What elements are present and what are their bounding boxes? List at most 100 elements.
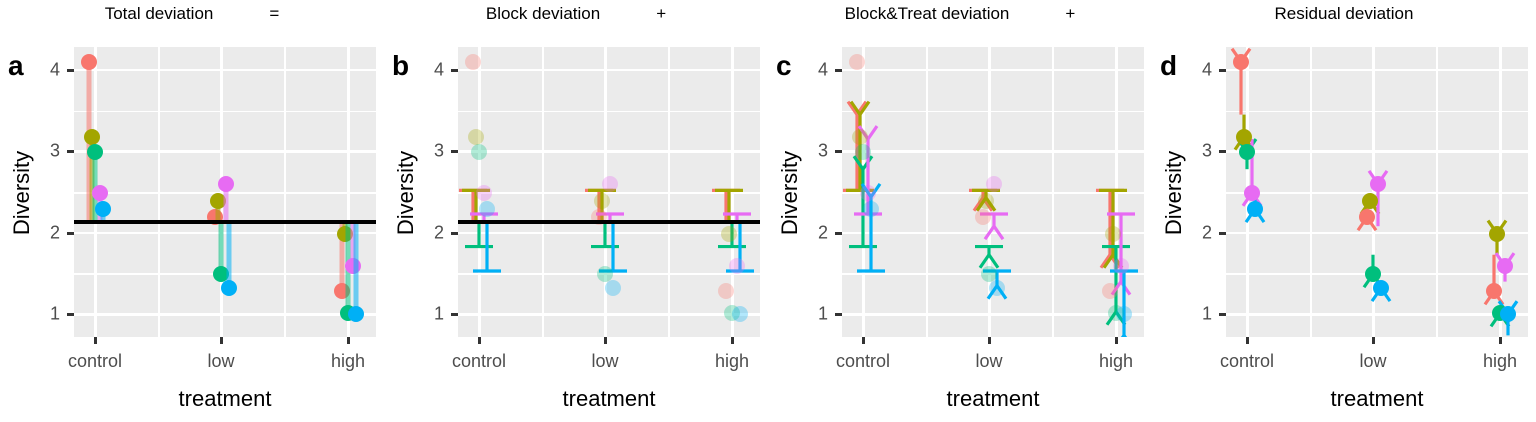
panel-operator: + bbox=[656, 4, 667, 23]
y-tick-label: 4 bbox=[433, 59, 444, 80]
panel-title-d: Residual deviation bbox=[1152, 4, 1536, 24]
gridline-x-major bbox=[988, 47, 991, 337]
block-deviation-errorbar bbox=[726, 222, 754, 273]
panel-tag-c: c bbox=[776, 50, 792, 81]
gridline-y-major bbox=[74, 313, 376, 316]
arrow-head bbox=[978, 251, 1000, 269]
y-tick-label: 3 bbox=[1201, 140, 1212, 161]
total-deviation-stem bbox=[223, 183, 229, 223]
panel-operator: + bbox=[1065, 4, 1076, 23]
y-tick-label: 1 bbox=[1201, 303, 1212, 324]
x-axis-title: treatment bbox=[178, 386, 272, 411]
data-point bbox=[1359, 209, 1375, 226]
data-point bbox=[978, 192, 994, 209]
y-tick-label: 4 bbox=[49, 59, 60, 80]
y-tick-label: 1 bbox=[817, 303, 828, 324]
x-tickmark bbox=[604, 337, 607, 344]
blocktreat-deviation-arrow bbox=[975, 244, 1003, 269]
y-tickmark bbox=[451, 313, 458, 317]
block-deviation-errorbar bbox=[591, 222, 619, 249]
gridline-y-major bbox=[842, 150, 1144, 153]
grand-mean-line bbox=[74, 220, 376, 225]
data-point bbox=[1486, 283, 1502, 300]
x-axis-title: treatment bbox=[946, 386, 1040, 411]
y-tickmark bbox=[835, 313, 842, 317]
y-tickmark bbox=[67, 231, 74, 235]
gridline-y-major bbox=[1226, 150, 1528, 153]
gridline-y-major bbox=[1226, 231, 1528, 235]
data-point bbox=[92, 184, 108, 201]
gridline-y-major bbox=[458, 68, 760, 72]
x-tick-label-high: high bbox=[330, 351, 366, 371]
y-tickmark bbox=[451, 68, 458, 72]
plot-area bbox=[74, 47, 376, 337]
data-point bbox=[1116, 306, 1132, 323]
data-point bbox=[1247, 201, 1263, 218]
arrow-head bbox=[983, 223, 1005, 241]
gridline-x-minor bbox=[668, 47, 670, 337]
arrow-head bbox=[986, 282, 1008, 300]
x-tick-label-control: control bbox=[67, 351, 123, 371]
data-point bbox=[729, 258, 745, 275]
data-point bbox=[975, 209, 991, 226]
data-point bbox=[479, 201, 495, 218]
y-axis-title: Diversity bbox=[1161, 150, 1186, 236]
data-point bbox=[87, 144, 103, 161]
total-deviation-stem bbox=[218, 222, 224, 275]
panel-title-b: Block deviation+ bbox=[384, 4, 768, 24]
total-deviation-stem bbox=[350, 222, 356, 267]
gridline-y-major bbox=[1226, 313, 1528, 316]
data-point bbox=[476, 184, 492, 201]
block-deviation-errorbar bbox=[588, 188, 616, 223]
data-point bbox=[84, 128, 100, 145]
x-axis-title: treatment bbox=[1330, 386, 1424, 411]
gridline-y-major bbox=[842, 231, 1144, 235]
panel-operator: = bbox=[269, 4, 280, 23]
data-point bbox=[594, 192, 610, 209]
gridline-x-minor bbox=[542, 47, 544, 337]
gridline-y-major bbox=[842, 68, 1144, 72]
arrow-head bbox=[849, 100, 871, 118]
blocktreat-deviation-arrow bbox=[1102, 244, 1130, 326]
blocktreat-deviation-arrow bbox=[854, 125, 882, 216]
arrow-head bbox=[975, 194, 997, 212]
data-point bbox=[732, 306, 748, 323]
data-point bbox=[218, 175, 234, 192]
panel-tag-a: a bbox=[8, 50, 24, 81]
data-point bbox=[1489, 225, 1505, 242]
y-tickmark bbox=[1219, 313, 1226, 317]
x-tick-label-high: high bbox=[1098, 351, 1134, 371]
deviation-overlay bbox=[843, 100, 1138, 337]
gridline-x-major bbox=[347, 47, 350, 337]
data-point bbox=[95, 201, 111, 218]
data-point bbox=[1102, 283, 1118, 300]
gridline-x-major bbox=[1499, 47, 1502, 337]
gridline-x-minor bbox=[158, 47, 160, 337]
gridline-y-major bbox=[842, 313, 1144, 316]
data-point bbox=[863, 201, 879, 218]
x-tickmark bbox=[1372, 337, 1375, 344]
x-tickmark bbox=[731, 337, 734, 344]
x-tickmark bbox=[347, 337, 350, 344]
y-tick-label: 1 bbox=[49, 303, 60, 324]
y-tickmark bbox=[1219, 231, 1226, 235]
blocktreat-deviation-arrow bbox=[857, 182, 885, 273]
y-tickmark bbox=[835, 150, 842, 154]
plot-area bbox=[1226, 47, 1528, 337]
total-deviation-stem bbox=[89, 136, 95, 223]
x-tick-label-low: low bbox=[591, 351, 619, 371]
y-tickmark bbox=[451, 150, 458, 154]
x-tickmark bbox=[1115, 337, 1118, 344]
arrow-head bbox=[1120, 332, 1128, 337]
data-point bbox=[852, 128, 868, 145]
gridline-y-major bbox=[74, 68, 376, 72]
data-point bbox=[986, 175, 1002, 192]
gridline-x-minor bbox=[1436, 47, 1438, 337]
gridline-x-major bbox=[1115, 47, 1118, 337]
gridline-y-minor bbox=[458, 192, 760, 194]
blocktreat-deviation-arrow bbox=[980, 212, 1008, 241]
data-point bbox=[602, 175, 618, 192]
grand-mean-line bbox=[458, 220, 760, 225]
